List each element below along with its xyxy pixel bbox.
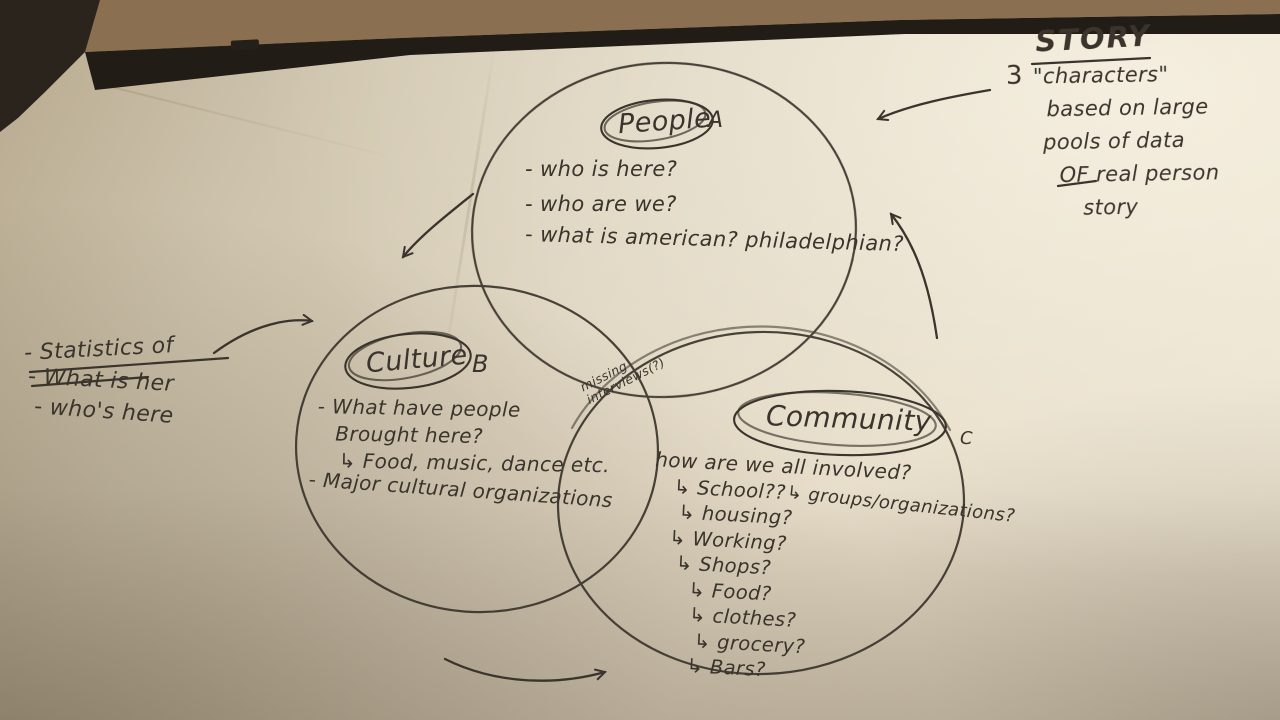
arrow-story-to-people — [876, 88, 992, 121]
story-line-characters: "characters" — [1032, 62, 1169, 89]
people-question-list: - who is here? - who are we? - what is a… — [525, 152, 904, 257]
people-circle — [470, 61, 858, 399]
community-letter-c: C — [960, 428, 973, 449]
community-label-oval — [733, 389, 947, 457]
people-circle-label: People — [617, 102, 713, 141]
story-title-underline — [1030, 56, 1152, 66]
community-question-list: how are we all involved? ↳ School?? ↳ ho… — [640, 447, 912, 690]
culture-letter-b: B — [472, 350, 489, 378]
clip-tab — [230, 39, 260, 51]
people-item: - who are we? — [525, 192, 677, 216]
arrow-bottom-right — [443, 657, 607, 682]
culture-label-oval-echo — [347, 330, 463, 382]
people-item: - what is american? philadelphian? — [524, 222, 905, 256]
story-line-4-rest: real person — [1088, 160, 1220, 187]
story-count: 3 — [1005, 60, 1024, 91]
dark-edge-strip — [85, 14, 1280, 90]
community-label-oval-echo — [737, 391, 937, 447]
of-word-underline — [1056, 179, 1098, 188]
story-of-word: OF — [1059, 162, 1090, 188]
story-line-5: story — [1083, 194, 1139, 220]
people-item: - who is here? — [525, 157, 678, 181]
culture-circle — [294, 284, 660, 614]
arrow-down-from-people — [401, 192, 475, 259]
community-circle-echo — [570, 325, 952, 432]
arrow-up-to-people — [889, 212, 939, 340]
culture-question-list: - What have people Brought here? ↳ Food,… — [308, 393, 615, 512]
people-label-oval-echo — [603, 99, 707, 143]
left-margin-note: - Statistics of - What is her - who's he… — [23, 333, 174, 429]
dark-corner — [0, 0, 100, 132]
community-circle-label: Community — [765, 399, 933, 438]
people-label-oval — [600, 98, 714, 150]
story-note: STORY 3 "characters" based on large pools… — [1005, 18, 1220, 226]
cardboard-edge — [40, 0, 1280, 52]
people-letter-a: A — [708, 108, 724, 133]
story-line-2: based on large — [1046, 94, 1209, 122]
arrow-stats-to-culture — [212, 313, 315, 355]
community-circle — [556, 330, 966, 676]
statistics-underline-long — [28, 356, 230, 374]
statistics-underline-short — [30, 375, 150, 388]
story-line-3: pools of data — [1042, 127, 1186, 155]
story-title: STORY — [1034, 18, 1153, 59]
